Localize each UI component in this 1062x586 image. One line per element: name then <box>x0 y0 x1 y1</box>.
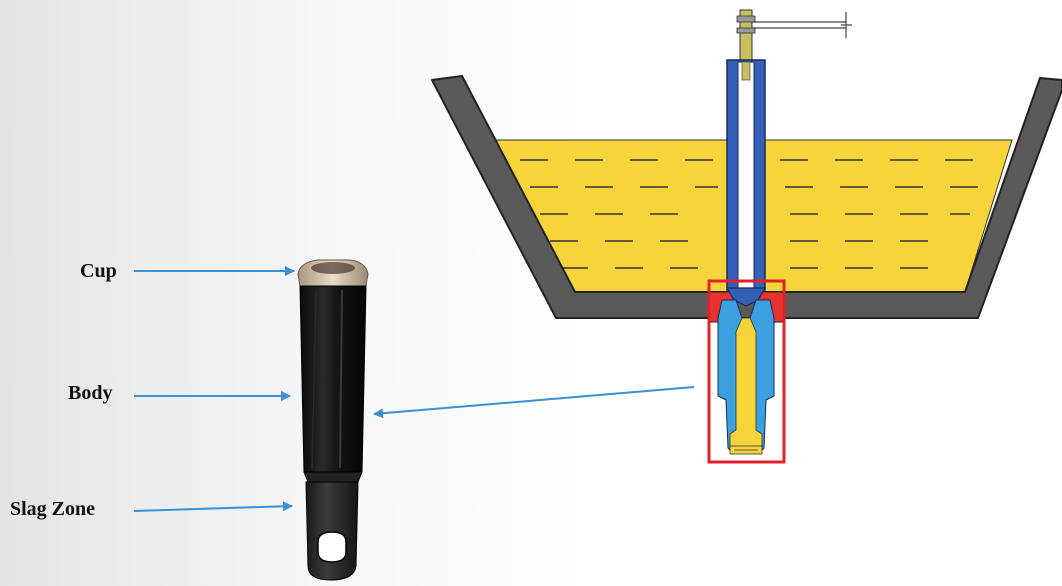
callout-arrow <box>373 386 695 419</box>
slag-zone-arrow <box>133 501 293 512</box>
molten-steel-dashes <box>520 159 978 269</box>
nozzle-photo <box>297 259 369 581</box>
nozzle-port <box>317 531 347 563</box>
cup-label: Cup <box>80 260 117 282</box>
nozzle-body <box>299 285 367 473</box>
slag-zone-label: Slag Zone <box>10 498 96 520</box>
nozzle-highlight-box <box>707 279 786 464</box>
nozzle-slag-zone <box>305 481 359 581</box>
body-label: Body <box>68 382 113 404</box>
nozzle-section <box>717 299 775 455</box>
stopper-rod-assembly <box>725 9 852 307</box>
